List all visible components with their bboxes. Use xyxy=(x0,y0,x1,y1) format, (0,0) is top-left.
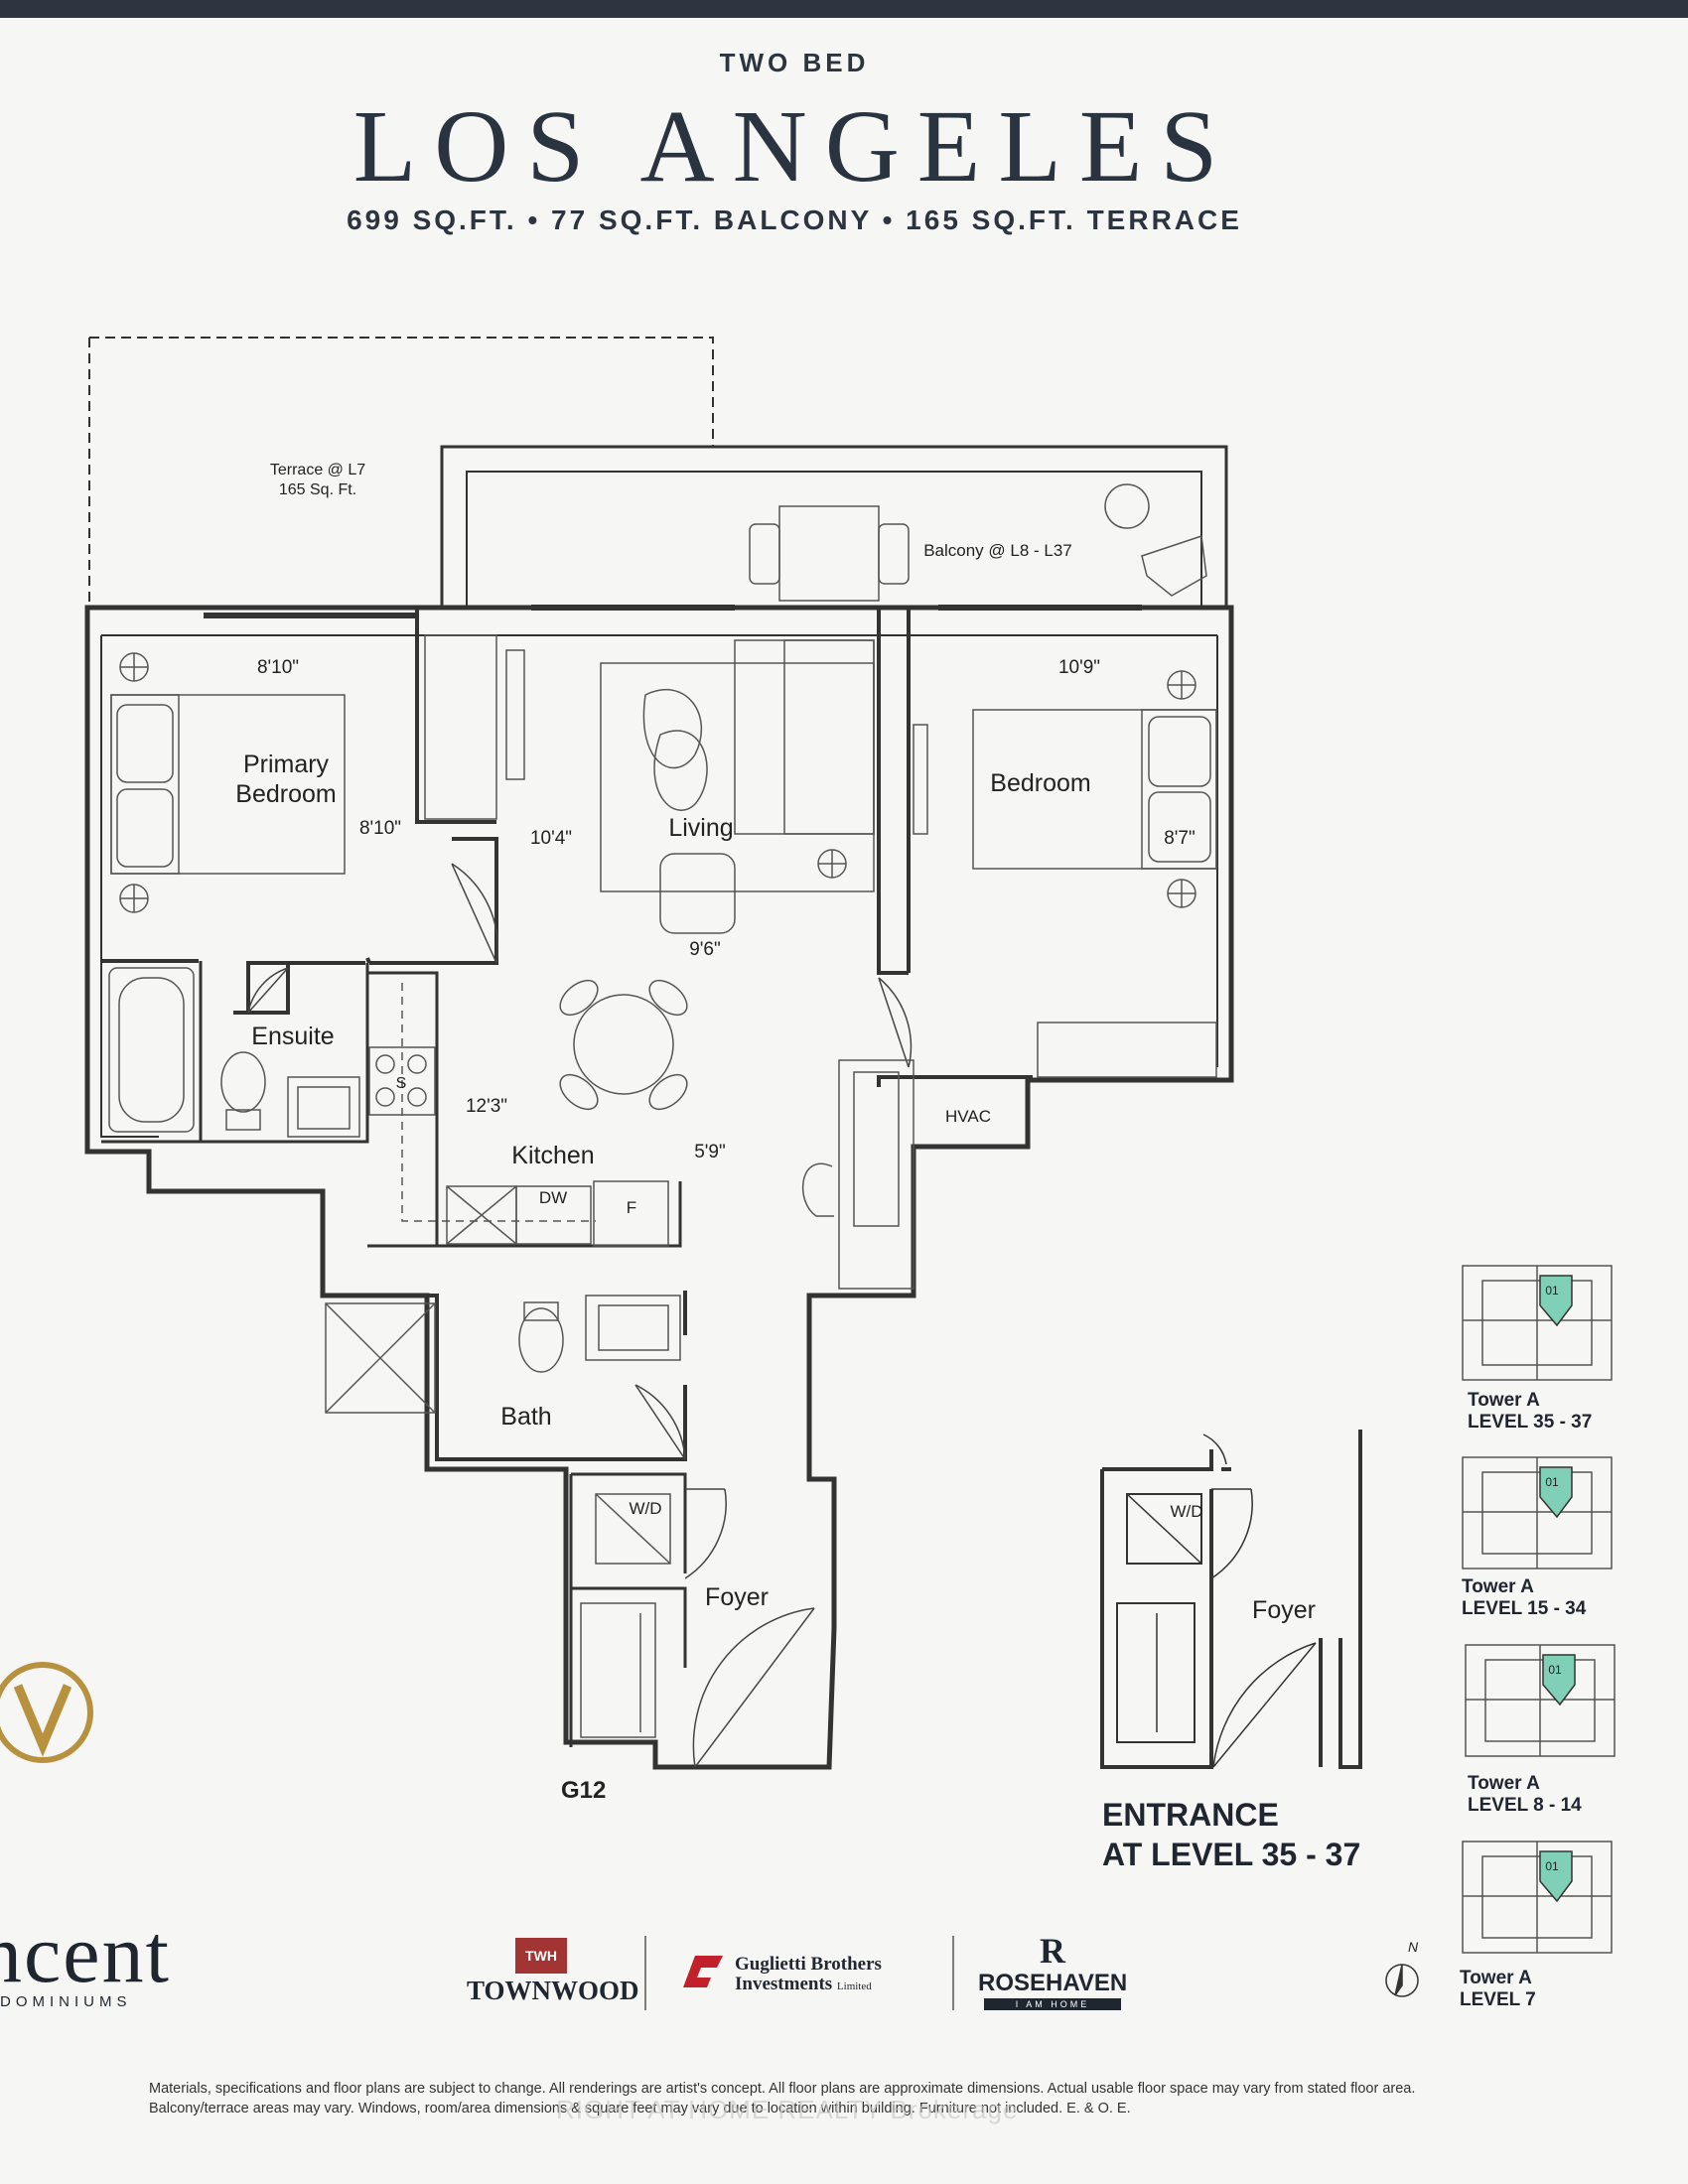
kitchen-label: Kitchen xyxy=(511,1142,594,1169)
bath-vanity xyxy=(585,1295,681,1361)
key-plans xyxy=(1462,1265,1616,1954)
brand-v-logo-icon xyxy=(0,1662,93,1763)
dim-closet: 10'4" xyxy=(530,828,572,849)
unit-type: TWO BED xyxy=(719,48,870,77)
top-border xyxy=(0,0,1688,18)
disclaimer-text: Materials, specifications and floor plan… xyxy=(149,2081,1416,2116)
brand-subtitle: DOMINIUMS xyxy=(0,1993,132,2010)
terrace-label: Terrace @ L7 xyxy=(270,462,365,478)
bath-walls xyxy=(328,1291,687,1461)
bedroom-walls xyxy=(877,608,1033,1087)
kitchen-island xyxy=(838,1059,914,1290)
foyer-closet xyxy=(580,1602,656,1738)
area-summary: 699 SQ.FT. • 77 SQ.FT. BALCONY • 165 SQ.… xyxy=(347,205,1242,235)
bathtub xyxy=(108,967,195,1133)
townwood-logo: TWH TOWNWOOD xyxy=(467,1938,639,2006)
brand-wordmark: ncent xyxy=(0,1908,171,2000)
ensuite-toilet xyxy=(220,1051,266,1113)
svg-text:165 Sq. Ft.: 165 Sq. Ft. xyxy=(279,481,356,498)
dim-bedroom-width: 10'9" xyxy=(1058,657,1100,678)
townwood-badge-icon: TWH xyxy=(515,1938,567,1974)
stove-label: S xyxy=(396,1075,407,1092)
key-unit-4: 01 xyxy=(1545,1859,1559,1873)
logo-dividers xyxy=(644,1936,954,2010)
inset-foyer-label: Foyer xyxy=(1252,1596,1316,1624)
washer-dryer xyxy=(595,1493,671,1565)
bath-label: Bath xyxy=(500,1403,551,1431)
balcony-outline xyxy=(440,445,1228,608)
north-arrow-icon xyxy=(1385,1964,1419,1997)
balcony-stool xyxy=(1104,483,1150,529)
rosehaven-logo: R ROSEHAVEN I AM HOME xyxy=(978,1931,1128,2010)
shower xyxy=(325,1302,436,1414)
north-label: N xyxy=(1408,1939,1419,1955)
ensuite-walls xyxy=(101,961,369,1144)
kitchen-walls xyxy=(367,971,682,1248)
rosehaven-mark-icon: R xyxy=(1040,1931,1065,1971)
key-unit-3: 01 xyxy=(1548,1663,1562,1677)
dim-bedroom-height: 8'7" xyxy=(1164,828,1196,849)
svg-text:Bedroom: Bedroom xyxy=(235,780,336,808)
living-label: Living xyxy=(668,814,733,842)
windows xyxy=(204,605,1142,618)
dining-table xyxy=(573,994,674,1095)
room-labels: Terrace @ L7 165 Sq. Ft. Balcony @ L8 - … xyxy=(235,462,1316,1624)
entrance-inset xyxy=(1100,1430,1362,1769)
bath-toilet xyxy=(518,1307,564,1373)
coffee-table xyxy=(642,688,702,769)
terrace-outline xyxy=(88,337,714,608)
primary-closet xyxy=(424,634,497,820)
fridge-label: F xyxy=(627,1198,636,1217)
dishwasher-box xyxy=(515,1185,592,1245)
unit-outer-wall xyxy=(84,605,1234,1770)
key-unit-1: 01 xyxy=(1545,1284,1559,1297)
dim-living: 9'6" xyxy=(689,939,721,960)
unit-code: G12 xyxy=(561,1777,607,1804)
furniture xyxy=(108,483,1217,1738)
page-title: LOS ANGELES xyxy=(352,89,1236,204)
ensuite-vanity xyxy=(287,1076,360,1138)
balcony-label: Balcony @ L8 - L37 xyxy=(923,541,1072,560)
laundry-walls xyxy=(569,1472,687,1747)
primary-bedroom-walls xyxy=(101,608,498,1015)
foyer-label: Foyer xyxy=(705,1583,769,1611)
dim-primary-width: 8'10" xyxy=(257,657,299,678)
dim-primary-height: 8'10" xyxy=(359,818,401,839)
doors xyxy=(247,863,913,1768)
balcony-table xyxy=(778,505,880,602)
watermark: RIGHT AT HOME REALTY Brokerage xyxy=(556,2095,1019,2124)
bedroom-label: Bedroom xyxy=(990,769,1090,797)
armchair xyxy=(659,853,736,934)
washer-dryer-label: W/D xyxy=(629,1499,661,1518)
sofa xyxy=(734,639,875,835)
hvac-label: HVAC xyxy=(945,1107,991,1126)
guglietti-mark-icon xyxy=(683,1956,723,1987)
dim-kitchen: 12'3" xyxy=(466,1096,507,1117)
bedroom-closet xyxy=(1037,1022,1217,1078)
dim-kitchen-width: 5'9" xyxy=(694,1142,726,1162)
fridge-box xyxy=(593,1180,669,1247)
dishwasher-label: DW xyxy=(539,1188,567,1207)
inset-washer-dryer-label: W/D xyxy=(1170,1502,1202,1521)
balcony-inner xyxy=(466,471,1202,608)
key-unit-2: 01 xyxy=(1545,1475,1559,1489)
entrance-label: ENTRANCE AT LEVEL 35 - 37 xyxy=(1102,1797,1361,1872)
primary-bedroom-label: Primary xyxy=(243,751,330,778)
ensuite-label: Ensuite xyxy=(251,1023,334,1050)
